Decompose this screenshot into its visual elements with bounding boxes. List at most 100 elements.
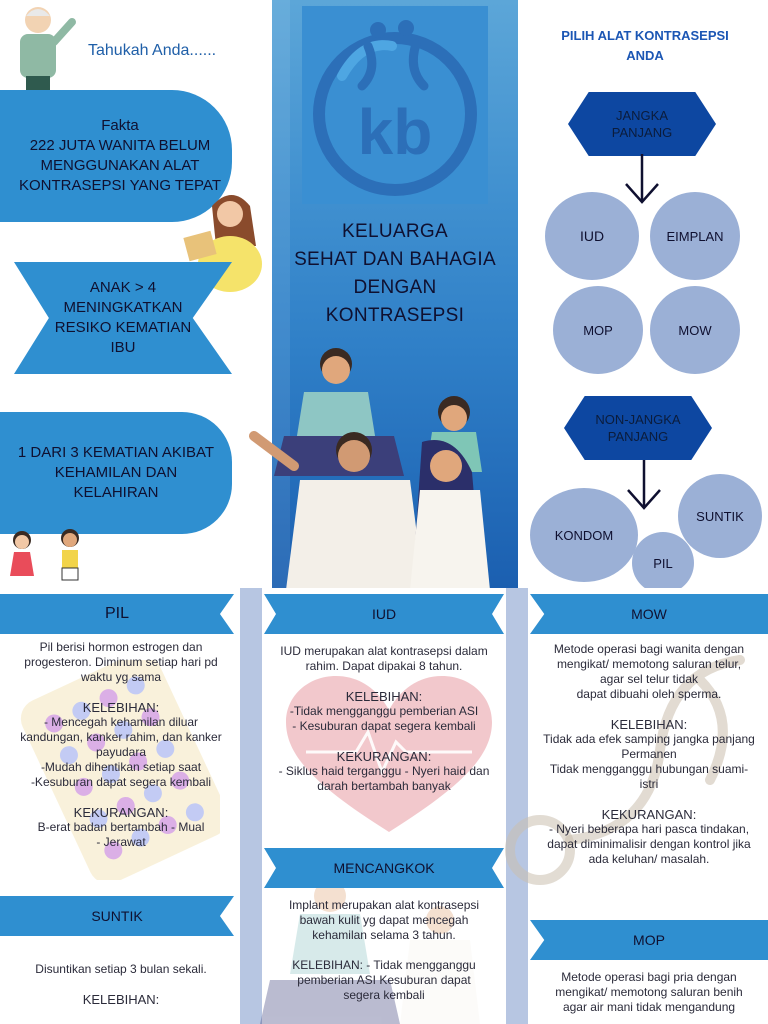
iud-kelebihan-line: - Kesuburan dapat segera kembali bbox=[292, 719, 476, 733]
column-divider bbox=[506, 588, 528, 1024]
iud-desc-line: rahim. Dapat dipakai 8 tahun. bbox=[305, 659, 463, 673]
non-jangka-line: NON-JANGKA bbox=[595, 412, 681, 427]
pil-desc-line: progesteron. Diminum setiap hari pd bbox=[24, 655, 218, 669]
pilih-title-line: PILIH ALAT KONTRASEPSI bbox=[561, 28, 729, 43]
pilih-title: PILIH ALAT KONTRASEPSI ANDA bbox=[522, 26, 768, 66]
pil-kelebihan-line: - Mencegah kehamilan diluar bbox=[43, 715, 199, 729]
jangka-panjang-hexagon: JANGKA PANJANG bbox=[568, 92, 716, 156]
pil-kelebihan-line: -Kesuburan dapat segera kembali bbox=[30, 775, 212, 789]
non-jangka-line: PANJANG bbox=[607, 429, 669, 444]
mow-kelebihan-line: Tidak ada efek samping jangka panjang bbox=[543, 732, 755, 746]
pilih-title-line: ANDA bbox=[626, 48, 664, 63]
method-mop-circle: MOP bbox=[553, 286, 643, 374]
iud-kelebihan-title: KELEBIHAN: bbox=[345, 689, 423, 704]
jangka-line: PANJANG bbox=[611, 125, 673, 140]
mencangkok-kelebihan-line: segera kembali bbox=[343, 988, 425, 1002]
iud-banner: IUD bbox=[264, 594, 504, 634]
mow-desc-line: Metode operasi bagi wanita dengan bbox=[553, 642, 745, 656]
pil-kelebihan-line: -Mudah dihentikan setiap saat bbox=[40, 760, 202, 774]
anak-line: MENINGKATKAN bbox=[63, 299, 183, 316]
iud-kekurangan-line: - Siklus haid terganggu - Nyeri haid dan bbox=[278, 764, 490, 778]
mow-kekurangan-line: dapat diminimalisir dengan kontrol jika bbox=[547, 837, 751, 851]
pil-kelebihan-line: kandungan, kanker rahim, dan kanker bbox=[20, 730, 222, 744]
mow-kelebihan-line: Permanen bbox=[621, 747, 677, 761]
iud-content: IUD merupakan alat kontrasepsi dalam rah… bbox=[264, 644, 504, 794]
pil-banner: PIL bbox=[0, 594, 234, 634]
iud-kekurangan-title: KEKURANGAN: bbox=[336, 749, 432, 764]
fakta-line: MENGGUNAKAN ALAT bbox=[40, 157, 200, 174]
method-pil-circle: PIL bbox=[632, 532, 694, 594]
anak-card: ANAK > 4 MENINGKATKAN RESIKO KEMATIAN IB… bbox=[14, 262, 232, 374]
mow-content: Metode operasi bagi wanita dengan mengik… bbox=[530, 642, 768, 867]
headline-line: SEHAT DAN BAHAGIA bbox=[294, 249, 496, 270]
mop-banner: MOP bbox=[530, 920, 768, 960]
pil-desc-line: waktu yg sama bbox=[80, 670, 162, 684]
headline-line: DENGAN bbox=[353, 277, 437, 298]
children-illustration bbox=[10, 529, 79, 581]
method-label: KONDOM bbox=[554, 527, 614, 543]
fakta-title: Fakta bbox=[101, 117, 139, 134]
kematian-line: KEHAMILAN DAN bbox=[54, 464, 178, 481]
fakta-line: KONTRASEPSI YANG TEPAT bbox=[19, 177, 221, 194]
mow-kekurangan-line: ada keluhan/ masalah. bbox=[588, 852, 710, 866]
arrow-down-icon bbox=[625, 154, 659, 204]
suntik-banner: SUNTIK bbox=[0, 896, 234, 936]
pil-title: PIL bbox=[104, 605, 129, 622]
headline-line: KONTRASEPSI bbox=[325, 305, 465, 326]
mow-kekurangan-line: - Nyeri beberapa hari pasca tindakan, bbox=[548, 822, 750, 836]
mow-banner: MOW bbox=[530, 594, 768, 634]
mencangkok-desc-line: bawah kulit yg dapat mencegah bbox=[299, 913, 469, 927]
mow-kelebihan-line: Tidak mengganggu hubungan suami- bbox=[549, 762, 749, 776]
mencangkok-title: MENCANGKOK bbox=[333, 860, 435, 876]
suntik-kelebihan-title: KELEBIHAN: bbox=[82, 992, 160, 1007]
mow-title: MOW bbox=[631, 606, 667, 622]
pil-kekurangan-line: B-erat badan bertambah - Mual bbox=[37, 820, 205, 834]
mop-title: MOP bbox=[633, 932, 665, 948]
jangka-line: JANGKA bbox=[615, 108, 668, 123]
pil-kekurangan-line: - Jerawat bbox=[96, 835, 146, 849]
kematian-line: KELAHIRAN bbox=[73, 484, 159, 501]
non-jangka-panjang-hexagon: NON-JANGKA PANJANG bbox=[564, 396, 712, 460]
kb-logo: kb bbox=[302, 6, 488, 204]
pil-kekurangan-title: KEKURANGAN: bbox=[73, 805, 169, 820]
kematian-line: 1 DARI 3 KEMATIAN AKIBAT bbox=[17, 444, 215, 461]
anak-line: ANAK > 4 bbox=[89, 279, 157, 296]
method-label: IUD bbox=[579, 228, 605, 244]
fakta-card: Fakta 222 JUTA WANITA BELUM MENGGUNAKAN … bbox=[0, 90, 232, 222]
iud-desc-line: IUD merupakan alat kontrasepsi dalam bbox=[280, 644, 488, 658]
method-label: MOP bbox=[583, 322, 613, 338]
suntik-content: Disuntikan setiap 3 bulan sekali. KELEBI… bbox=[8, 962, 234, 1007]
mencangkok-banner: MENCANGKOK bbox=[264, 848, 504, 888]
anak-line: IBU bbox=[110, 339, 136, 356]
suntik-title: SUNTIK bbox=[91, 908, 143, 924]
suntik-desc: Disuntikan setiap 3 bulan sekali. bbox=[35, 962, 207, 976]
iud-title: IUD bbox=[371, 606, 397, 622]
mencangkok-kelebihan-line: KELEBIHAN: - Tidak mengganggu bbox=[292, 958, 476, 972]
method-label: EIMPLAN bbox=[666, 228, 724, 244]
kematian-card: 1 DARI 3 KEMATIAN AKIBAT KEHAMILAN DAN K… bbox=[0, 412, 232, 534]
iud-kelebihan-line: -Tidak mengganggu pemberian ASI bbox=[289, 704, 479, 718]
headline-line: KELUARGA bbox=[342, 221, 448, 242]
method-eimplan-circle: EIMPLAN bbox=[650, 192, 740, 280]
mow-kelebihan-title: KELEBIHAN: bbox=[610, 717, 688, 732]
method-label: SUNTIK bbox=[696, 508, 744, 524]
fakta-line: 222 JUTA WANITA BELUM bbox=[29, 137, 211, 154]
method-mow-circle: MOW bbox=[650, 286, 740, 374]
pil-kelebihan-title: KELEBIHAN: bbox=[82, 700, 160, 715]
mop-desc-line: Metode operasi bagi pria dengan bbox=[561, 970, 737, 984]
method-label: MOW bbox=[678, 322, 712, 338]
method-label: PIL bbox=[653, 555, 673, 571]
pil-content: Pil berisi hormon estrogen dan progester… bbox=[8, 640, 234, 850]
pil-desc-line: Pil berisi hormon estrogen dan bbox=[39, 640, 203, 654]
mow-desc-line: mengikat/ memotong saluran telur, bbox=[556, 657, 742, 671]
hero-headline: KELUARGA SEHAT DAN BAHAGIA DENGAN KONTRA… bbox=[272, 218, 518, 330]
mow-desc-line: dapat dibuahi oleh sperma. bbox=[576, 687, 722, 701]
mop-desc-line: mengikat/ memotong saluran benih bbox=[555, 985, 743, 999]
mop-content: Metode operasi bagi pria dengan mengikat… bbox=[530, 970, 768, 1015]
mop-desc-line: agar air mani tidak mengandung bbox=[562, 1000, 736, 1014]
mencangkok-desc-line: Implant merupakan alat kontrasepsi bbox=[288, 898, 480, 912]
mow-kekurangan-title: KEKURANGAN: bbox=[601, 807, 697, 822]
method-iud-circle: IUD bbox=[545, 192, 639, 280]
doctor-illustration bbox=[20, 7, 76, 96]
method-suntik-circle: SUNTIK bbox=[678, 474, 762, 558]
